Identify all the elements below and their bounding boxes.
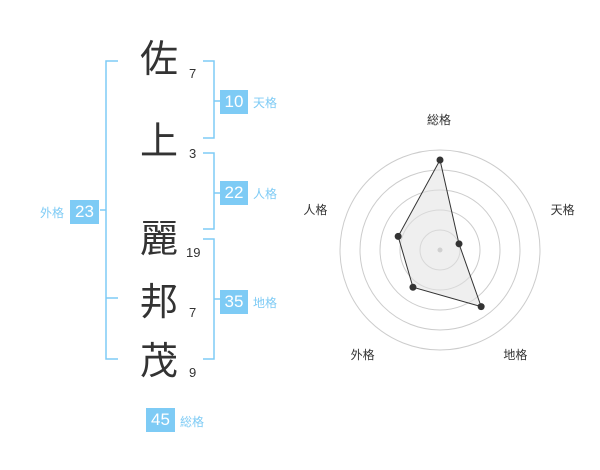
radar-point: [477, 303, 485, 311]
gaikaku-label: 外格: [40, 206, 65, 220]
soukaku-label: 総格: [180, 415, 205, 429]
tenkaku-bracket: [203, 60, 220, 139]
radar-ring: [339, 149, 541, 351]
stroke-count-2: 3: [189, 146, 197, 161]
chikaku-bracket: [203, 238, 220, 360]
radar-axis-label: 天格: [550, 202, 575, 217]
radar-point: [409, 283, 417, 291]
soukaku-value: 45: [146, 408, 175, 432]
tenkaku-value: 10: [220, 90, 248, 114]
name-char-5: 茂: [140, 339, 179, 383]
radar-axis-label: 地格: [503, 348, 528, 363]
radar-point: [394, 232, 402, 240]
radar-point: [436, 156, 444, 164]
stroke-count-4: 7: [189, 305, 197, 320]
stroke-count-3: 19: [186, 245, 201, 260]
radar-axis-label: 総格: [427, 113, 452, 127]
jinkaku-bracket: [203, 152, 220, 230]
jinkaku-value: 22: [220, 181, 248, 205]
name-char-3: 麗: [140, 217, 179, 261]
gaikaku-bracket: [100, 60, 118, 360]
tenkaku-label: 天格: [253, 96, 278, 110]
name-char-1: 佐: [140, 37, 179, 81]
radar-series-polygon: [397, 158, 482, 308]
chikaku-value: 35: [220, 290, 248, 314]
gaikaku-value: 23: [70, 200, 99, 224]
stroke-count-5: 9: [189, 365, 197, 380]
chikaku-label: 地格: [253, 296, 278, 310]
radar-axis-label: 人格: [303, 202, 328, 217]
jinkaku-label: 人格: [253, 187, 278, 201]
radar-axis-label: 外格: [350, 348, 375, 363]
name-char-4: 邦: [140, 280, 179, 324]
name-char-2: 上: [140, 119, 179, 163]
stroke-count-1: 7: [189, 66, 197, 81]
radar-point: [455, 240, 463, 248]
